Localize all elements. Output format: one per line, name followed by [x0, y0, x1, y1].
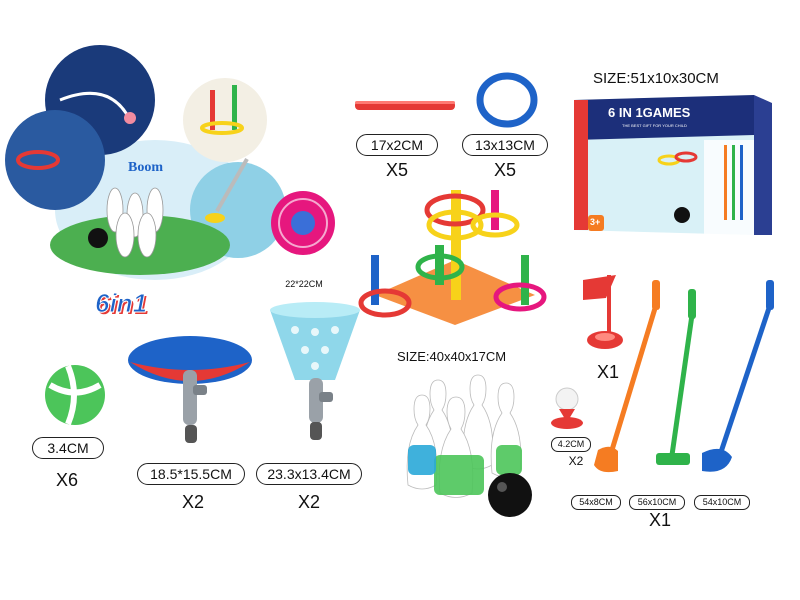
ring-toss-image	[358, 190, 547, 325]
box-tagline: THE BEST GIFT FOR YOUR CHILD	[622, 123, 687, 128]
golf-ball-quantity: X2	[568, 454, 584, 468]
golf-clubs-image	[594, 280, 774, 473]
golf-ball-image	[551, 387, 583, 429]
stick-size-label: 17x2CM	[356, 134, 438, 156]
frisbee-image	[271, 191, 335, 255]
catcher-cup-size-label: 23.3x13.4CM	[256, 463, 362, 485]
logo-6in1: 6in1	[94, 288, 148, 319]
ring-image	[476, 72, 538, 128]
catcher-disc-image	[128, 336, 252, 443]
box-title: 6 IN 1GAMES	[608, 105, 691, 120]
stick-quantity: X5	[385, 160, 409, 180]
stick-image	[355, 101, 455, 110]
golf-club-size-label-3: 54x10CM	[694, 495, 750, 510]
catcher-disc-quantity: X2	[181, 492, 205, 512]
scene-collage: Boom	[0, 45, 286, 280]
scene-illustration	[5, 45, 286, 280]
frisbee-size-label: 22*22CM	[283, 278, 325, 292]
ball-quantity: X6	[55, 470, 79, 490]
golf-ball-size-label: 4.2CM	[551, 437, 591, 452]
ball-size-label: 3.4CM	[32, 437, 104, 459]
golf-clubs-quantity: X1	[648, 510, 672, 530]
sticky-ball-image	[45, 364, 105, 426]
ring-size-label: 13x13CM	[462, 134, 548, 156]
ring-toss-size-label: SIZE:40x40x17CM	[397, 349, 507, 364]
box-size-label: SIZE:51x10x30CM	[593, 70, 719, 87]
golf-club-size-label-1: 54x8CM	[571, 495, 621, 510]
flag-quantity: X1	[596, 362, 620, 382]
golf-club-size-label-2: 56x10CM	[629, 495, 685, 510]
ring-quantity: X5	[493, 160, 517, 180]
flag-image	[583, 275, 623, 349]
bowling-set-image	[406, 374, 532, 517]
product-box-art	[574, 95, 772, 235]
product-box: 6 IN 1GAMES THE BEST GIFT FOR YOUR CHILD…	[574, 95, 774, 240]
catcher-cup-image	[270, 302, 360, 440]
boom-text: Boom	[128, 160, 163, 175]
box-age-badge: 3+	[590, 217, 601, 227]
catcher-cup-quantity: X2	[297, 492, 321, 512]
catcher-disc-size-label: 18.5*15.5CM	[137, 463, 245, 485]
